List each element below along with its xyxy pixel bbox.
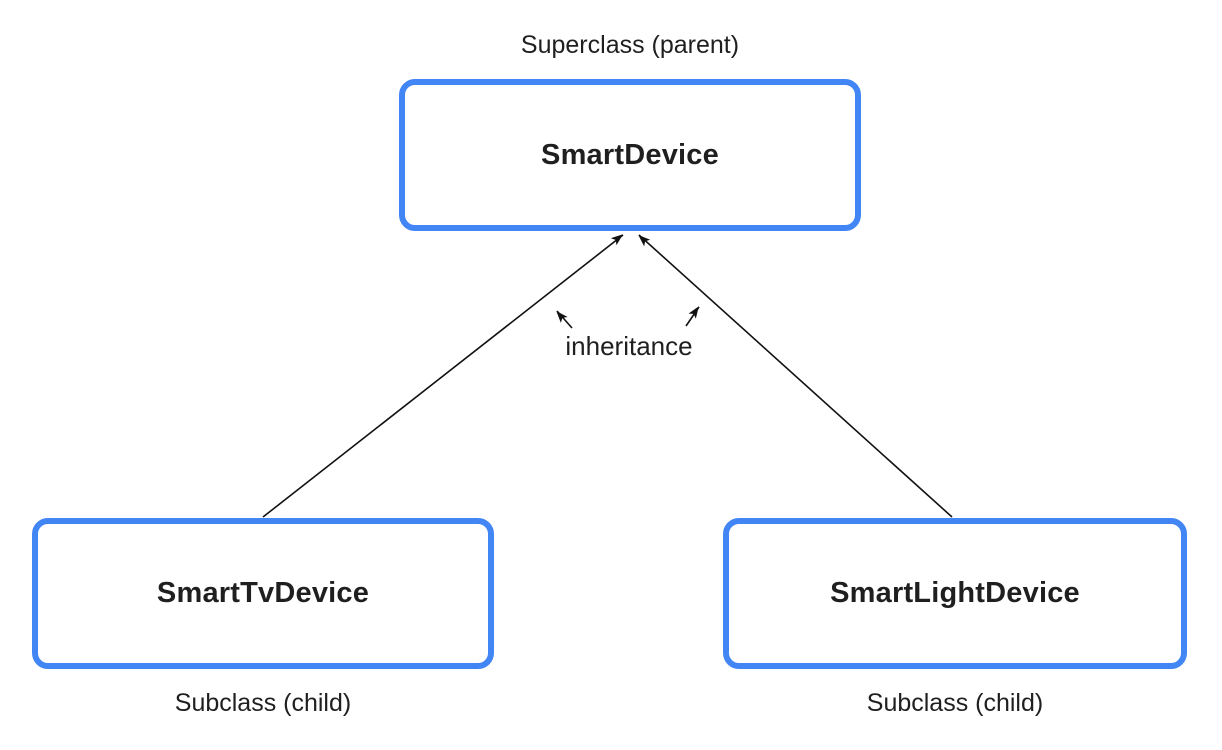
superclass-caption: Superclass (parent) <box>520 31 740 59</box>
superclass-name: SmartDevice <box>541 138 719 171</box>
inheritance-pointer-left-icon <box>556 310 573 329</box>
subclass-tv-name: SmartTvDevice <box>156 577 370 609</box>
subclass-box-light: SmartLightDevice <box>723 518 1187 669</box>
inheritance-label: inheritance <box>565 331 693 361</box>
subclass-caption-light: Subclass (child) <box>866 689 1044 717</box>
inheritance-arrow-left <box>262 234 624 518</box>
inheritance-pointer-right-icon <box>685 306 700 327</box>
subclass-light-name: SmartLightDevice <box>830 577 1080 609</box>
superclass-box: SmartDevice <box>399 79 861 231</box>
inheritance-arrow-right <box>638 234 953 518</box>
subclass-box-tv: SmartTvDevice <box>32 518 494 669</box>
subclass-caption-tv: Subclass (child) <box>174 689 352 717</box>
